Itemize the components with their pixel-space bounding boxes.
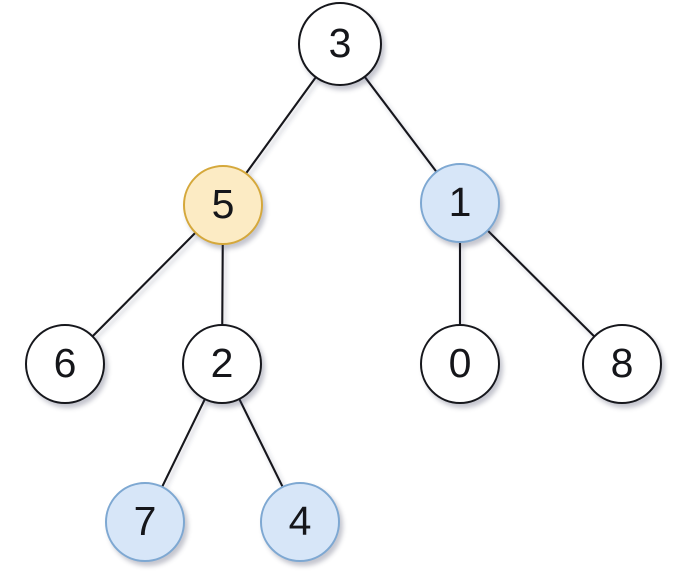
tree-node-label: 4 (288, 497, 312, 544)
tree-node-label: 7 (133, 497, 157, 544)
tree-node-2[interactable]: 2 (182, 324, 262, 404)
tree-edge-1-8 (486, 229, 596, 338)
tree-node-6[interactable]: 6 (25, 324, 105, 404)
tree-edge-3-1 (363, 75, 438, 173)
tree-node-label: 8 (610, 339, 634, 386)
tree-node-4[interactable]: 4 (260, 482, 340, 562)
tree-edge-5-6 (91, 231, 197, 338)
tree-edge-2-4 (238, 397, 284, 489)
tree-node-label: 1 (448, 178, 472, 225)
tree-edge-5-2 (221, 242, 224, 327)
tree-node-7[interactable]: 7 (105, 482, 185, 562)
tree-edge-3-5 (244, 76, 317, 175)
tree-node-8[interactable]: 8 (582, 324, 662, 404)
tree-node-label: 3 (328, 19, 352, 66)
tree-node-3[interactable]: 3 (298, 2, 382, 86)
tree-node-5[interactable]: 5 (183, 165, 263, 245)
tree-node-label: 5 (211, 180, 235, 227)
tree-edge-2-7 (161, 398, 206, 488)
tree-node-0[interactable]: 0 (420, 324, 500, 404)
tree-node-label: 0 (448, 339, 472, 386)
tree-node-label: 2 (210, 339, 234, 386)
tree-node-1[interactable]: 1 (420, 163, 500, 243)
tree-node-label: 6 (53, 339, 77, 386)
